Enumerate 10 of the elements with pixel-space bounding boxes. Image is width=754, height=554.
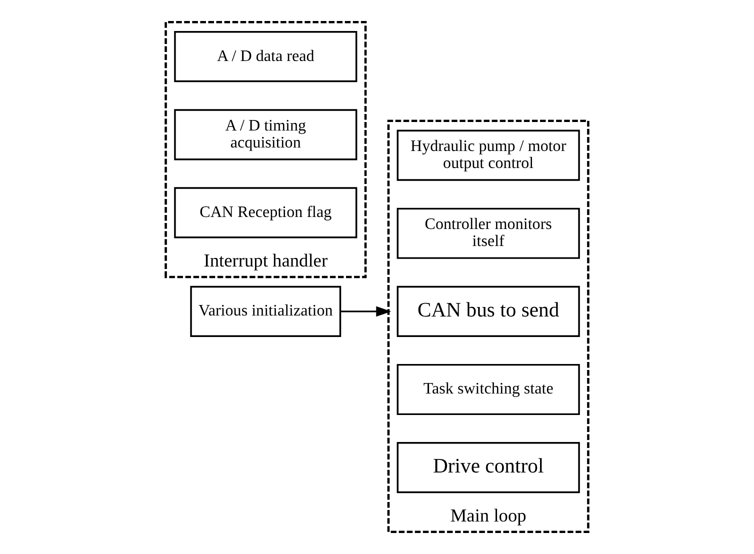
node-box: Hydraulic pump / motor output control [396, 130, 580, 181]
node-box: Task switching state [396, 364, 580, 416]
node-box: Drive control [396, 442, 580, 494]
node-box: CAN Reception flag [174, 187, 358, 238]
node-box: Various initialization [190, 286, 342, 337]
arrow [340, 306, 392, 317]
node-box: CAN bus to send [396, 286, 580, 337]
node-box: A / D timing acquisition [174, 109, 358, 160]
node-box: A / D data read [174, 31, 358, 82]
node-box: Controller monitors itself [396, 208, 580, 259]
